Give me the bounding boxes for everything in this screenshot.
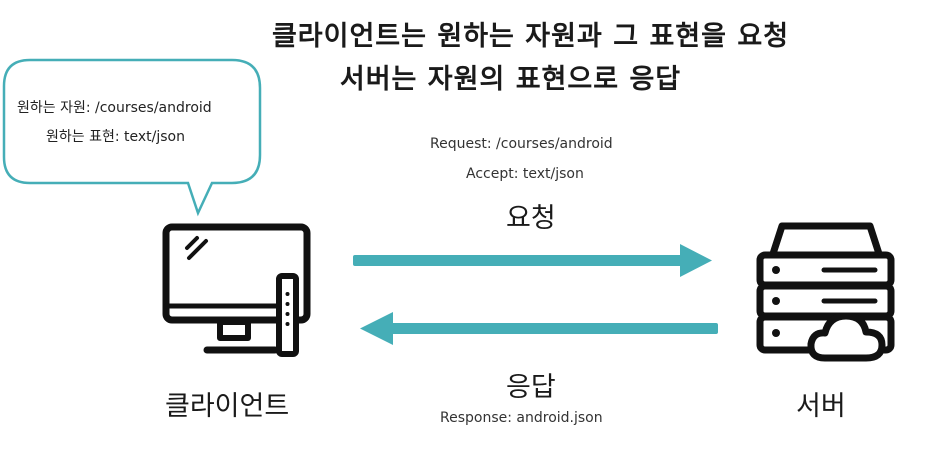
speech-bubble	[2, 58, 262, 217]
server-label: 서버	[796, 391, 846, 422]
response-file-text: Response: android.json	[440, 410, 603, 426]
response-arrow	[360, 312, 718, 345]
bubble-line-1: 원하는 자원: /courses/android	[17, 100, 212, 116]
bubble-line-2: 원하는 표현: text/json	[46, 129, 185, 145]
computer-monitor-icon	[162, 223, 311, 357]
title-line-1: 클라이언트는 원하는 자원과 그 표현을 요청	[271, 21, 790, 52]
request-path-text: Request: /courses/android	[430, 136, 613, 152]
request-arrow	[353, 244, 712, 277]
response-label: 응답	[506, 372, 556, 403]
request-accept-text: Accept: text/json	[466, 166, 584, 182]
client-label: 클라이언트	[165, 391, 290, 422]
title-line-2: 서버는 자원의 표현으로 응답	[339, 64, 682, 95]
request-label: 요청	[506, 203, 556, 234]
tower-dots	[285, 292, 290, 326]
server-cloud-icon	[756, 222, 895, 362]
